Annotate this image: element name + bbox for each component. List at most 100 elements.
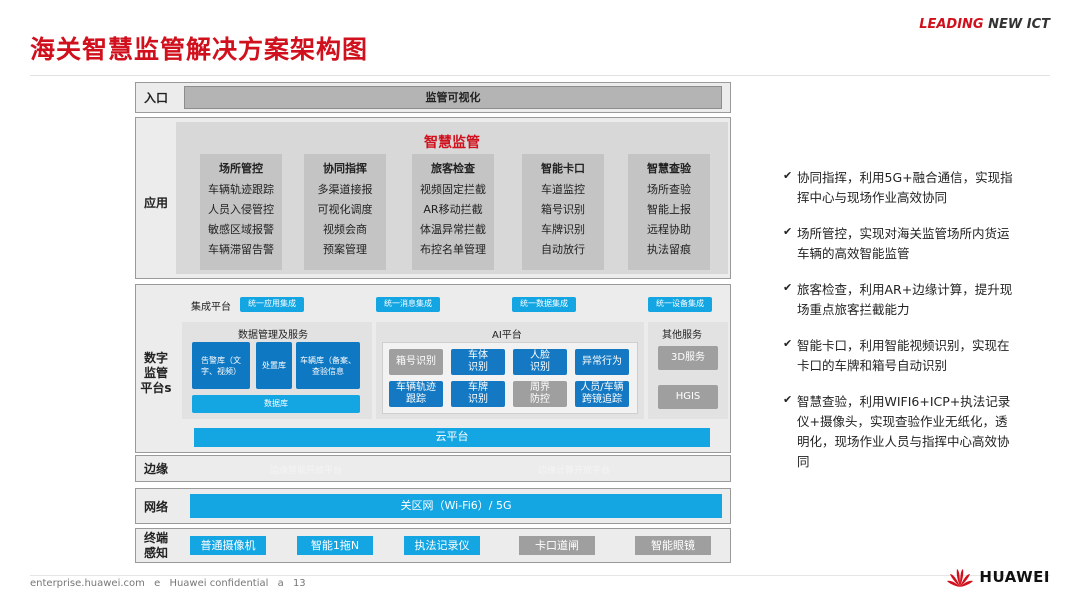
check-icon: ✔ bbox=[783, 393, 793, 406]
layer-application: 应用 智慧监管 场所管控车辆轨迹跟踪人员入侵管控敏感区域报警车辆滞留告警 协同指挥… bbox=[135, 117, 731, 279]
check-icon: ✔ bbox=[783, 281, 793, 294]
benefit-text: 协同指挥，利用5G+融合通信，实现指挥中心与现场作业高效协同 bbox=[797, 170, 1013, 205]
benefit-bullet: ✔ 旅客检查，利用AR+边缘计算，提升现场重点旅客拦截能力 bbox=[783, 280, 1013, 320]
database-bar: 数据库 bbox=[192, 395, 360, 413]
huawei-flower-icon bbox=[947, 569, 974, 587]
app-column-1: 场所管控车辆轨迹跟踪人员入侵管控敏感区域报警车辆滞留告警 bbox=[200, 154, 282, 270]
app-column-item: 预案管理 bbox=[323, 243, 367, 256]
ai-capability-chip: 人员/车辆 跨镜追踪 bbox=[575, 381, 629, 407]
ai-capability-chip: 车牌 识别 bbox=[451, 381, 505, 407]
3d-service-chip: 3D服务 bbox=[658, 346, 718, 370]
layer-network-label: 网络 bbox=[143, 500, 168, 514]
ai-capability-chip: 车辆轨迹 跟踪 bbox=[389, 381, 443, 407]
app-column-item: AR移动拦截 bbox=[423, 203, 483, 216]
app-column-item: 体温异常拦截 bbox=[420, 223, 486, 236]
integration-chip: 统一应用集成 bbox=[240, 297, 304, 312]
brand-slogan: LEADING NEW ICT bbox=[919, 17, 1050, 32]
footer-site: enterprise.huawei.com bbox=[30, 578, 145, 589]
title-divider bbox=[30, 75, 1050, 76]
footer-text: enterprise.huawei.com e Huawei confident… bbox=[30, 578, 312, 589]
layer-edge-label: 边缘 bbox=[143, 462, 168, 476]
app-column-head: 智慧查验 bbox=[647, 162, 691, 175]
footer-sep-2: a bbox=[277, 578, 284, 589]
layer-application-label: 应用 bbox=[143, 196, 168, 210]
app-column-items: 多渠道接报可视化调度视频会商预案管理 bbox=[304, 180, 386, 260]
benefit-bullet: ✔ 智能卡口，利用智能视频识别，实现在卡口的车牌和箱号自动识别 bbox=[783, 336, 1013, 376]
benefit-text: 智慧查验，利用WIFI6+ICP+执法记录仪+摄像头，实现查验作业无纸化，透明化… bbox=[797, 394, 1011, 469]
integration-platform-label: 集成平台 bbox=[191, 302, 231, 313]
benefit-bullet: ✔ 智慧查验，利用WIFI6+ICP+执法记录仪+摄像头，实现查验作业无纸化，透明… bbox=[783, 392, 1013, 472]
disposal-db-box: 处置库 bbox=[256, 342, 292, 389]
layer-digital-platform: 数字 监管 平台s 集成平台 统一应用集成统一消息集成统一数据集成统一设备集成 … bbox=[135, 284, 731, 453]
ai-capability-chip: 异常行为 bbox=[575, 349, 629, 375]
app-column-2: 协同指挥多渠道接报可视化调度视频会商预案管理 bbox=[304, 154, 386, 270]
integration-chip: 统一设备集成 bbox=[648, 297, 712, 312]
app-column-item: 敏感区域报警 bbox=[208, 223, 274, 236]
edge-faint-right: 边缘计算开放平台 bbox=[538, 466, 611, 476]
network-bar: 关区网（Wi-Fi6）/ 5G bbox=[190, 494, 722, 518]
cloud-platform-bar: 云平台 bbox=[194, 428, 710, 447]
check-icon: ✔ bbox=[783, 337, 793, 350]
ai-platform-panel: AI平台 箱号识别车体 识别人脸 识别异常行为车辆轨迹 跟踪车牌 识别周界 防控… bbox=[376, 322, 644, 419]
app-column-5: 智慧查验场所查验智能上报远程协助执法留痕 bbox=[628, 154, 710, 270]
layer-terminal-label: 终端 感知 bbox=[143, 531, 168, 560]
alarm-db-box: 告警库（文字、视频） bbox=[192, 342, 250, 389]
app-column-items: 场所查验智能上报远程协助执法留痕 bbox=[628, 180, 710, 260]
app-column-head: 旅客检查 bbox=[431, 162, 475, 175]
terminal-device-chip: 普通摄像机 bbox=[190, 536, 266, 555]
integration-chip: 统一数据集成 bbox=[512, 297, 576, 312]
other-services-title: 其他服务 bbox=[662, 330, 702, 341]
edge-faint-left: 边缘智能开放平台 bbox=[270, 466, 343, 476]
terminal-device-chip: 智能眼镜 bbox=[635, 536, 711, 555]
other-services-panel: 其他服务 3D服务 HGIS bbox=[648, 322, 728, 419]
app-column-head: 协同指挥 bbox=[323, 162, 367, 175]
app-column-item: 人员入侵管控 bbox=[208, 203, 274, 216]
integration-chip: 统一消息集成 bbox=[376, 297, 440, 312]
ai-capability-chip: 人脸 识别 bbox=[513, 349, 567, 375]
footer-divider bbox=[30, 575, 1050, 576]
benefit-text: 智能卡口，利用智能视频识别，实现在卡口的车牌和箱号自动识别 bbox=[797, 338, 1010, 373]
ai-capabilities-box: 箱号识别车体 识别人脸 识别异常行为车辆轨迹 跟踪车牌 识别周界 防控人员/车辆… bbox=[382, 342, 638, 414]
brand-leading: LEADING bbox=[919, 17, 984, 32]
layer-edge: 边缘 边缘智能开放平台 边缘计算开放平台 bbox=[135, 455, 731, 482]
app-column-item: 车辆滞留告警 bbox=[208, 243, 274, 256]
huawei-logo: HUAWEI bbox=[947, 566, 1050, 588]
layer-digital-label: 数字 监管 平台s bbox=[140, 351, 172, 395]
app-column-head: 智能卡口 bbox=[541, 162, 585, 175]
app-column-item: 场所查验 bbox=[647, 183, 691, 196]
footer-sep-1: e bbox=[154, 578, 161, 589]
footer-confidential: Huawei confidential bbox=[169, 578, 269, 589]
data-management-title: 数据管理及服务 bbox=[238, 330, 308, 341]
layer-terminal: 终端 感知 普通摄像机 智能1拖N 执法记录仪 卡口道闸 智能眼镜 bbox=[135, 528, 731, 563]
smart-supervision-title: 智慧监管 bbox=[424, 135, 480, 151]
app-column-item: 车牌识别 bbox=[541, 223, 585, 236]
layer-entry: 入口 监管可视化 bbox=[135, 82, 731, 113]
terminal-device-chip: 执法记录仪 bbox=[404, 536, 480, 555]
benefit-bullet: ✔场所管控，实现对海关监管场所内货运车辆的高效智能监管 bbox=[783, 224, 1013, 264]
app-column-item: 可视化调度 bbox=[317, 203, 373, 216]
app-column-items: 车辆轨迹跟踪人员入侵管控敏感区域报警车辆滞留告警 bbox=[200, 180, 282, 260]
ai-capability-chip: 车体 识别 bbox=[451, 349, 505, 375]
vehicle-db-box: 车辆库（备案、查验信息 bbox=[296, 342, 360, 389]
app-column-head: 场所管控 bbox=[219, 162, 263, 175]
layer-entry-label: 入口 bbox=[143, 91, 168, 105]
ai-capability-chip: 箱号识别 bbox=[389, 349, 443, 375]
terminal-device-chip: 卡口道闸 bbox=[519, 536, 595, 555]
app-column-item: 车辆轨迹跟踪 bbox=[208, 183, 274, 196]
app-column-4: 智能卡口车道监控箱号识别车牌识别自动放行 bbox=[522, 154, 604, 270]
hgis-chip: HGIS bbox=[658, 385, 718, 409]
terminal-device-chip: 智能1拖N bbox=[297, 536, 373, 555]
app-column-items: 车道监控箱号识别车牌识别自动放行 bbox=[522, 180, 604, 260]
slide-title: 海关智慧监管解决方案架构图 bbox=[30, 35, 369, 64]
benefit-list: ✔ 协同指挥，利用5G+融合通信，实现指挥中心与现场作业高效协同 ✔场所管控，实现对… bbox=[783, 168, 1013, 488]
benefit-text: 旅客检查，利用AR+边缘计算，提升现场重点旅客拦截能力 bbox=[797, 282, 1013, 317]
app-column-item: 自动放行 bbox=[541, 243, 585, 256]
app-column-item: 多渠道接报 bbox=[317, 183, 373, 196]
check-icon: ✔ bbox=[783, 169, 793, 182]
ai-capability-chip: 周界 防控 bbox=[513, 381, 567, 407]
footer-page-number: 13 bbox=[292, 578, 306, 589]
brand-new-ict: NEW ICT bbox=[988, 17, 1050, 32]
data-management-panel: 数据管理及服务 告警库（文字、视频） 处置库 车辆库（备案、查验信息 数据库 bbox=[182, 322, 372, 419]
app-column-item: 布控名单管理 bbox=[420, 243, 486, 256]
